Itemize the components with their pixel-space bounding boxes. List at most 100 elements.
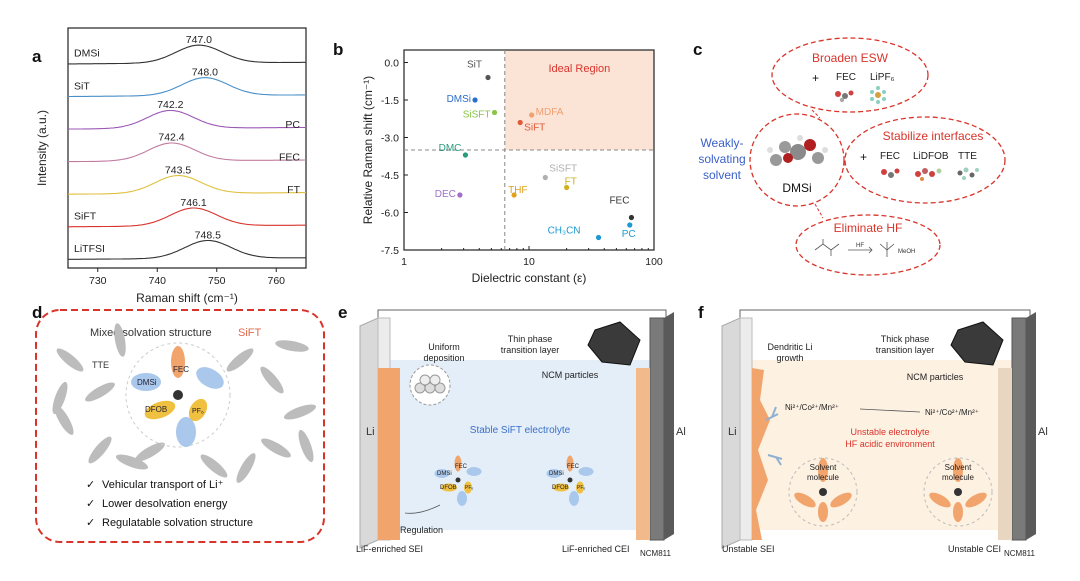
dendritic-label-2: growth [776, 353, 803, 363]
point-label-11: CH₃CN [548, 226, 581, 237]
series-name-litfsi: LiTFSI [74, 243, 105, 255]
y-tick-label: -6.0 [381, 208, 399, 220]
cei-label-f: Unstable CEI [948, 544, 1001, 554]
check-icon-3: ✓ [86, 517, 95, 529]
li-label-e: Li [366, 426, 375, 438]
point-label-8: THF [508, 185, 527, 196]
dendrite-icon [765, 406, 783, 466]
eliminate-hf-title: Eliminate HF [834, 221, 903, 235]
e2-mol-dmsi: DMSi [549, 471, 564, 477]
point-5 [462, 152, 469, 158]
tte-molecule-6 [260, 366, 284, 394]
series-ft-line [68, 175, 306, 195]
d-mol-dfob: DFOB [145, 405, 167, 414]
fec-molecule-icon [835, 90, 854, 103]
point-3 [529, 112, 535, 118]
ncm811-label-e: NCM811 [640, 549, 672, 558]
esw-plus: + [812, 71, 819, 85]
panel-b-ylabel: Relative Raman shift (cm⁻¹) [361, 76, 375, 224]
point-1 [472, 97, 478, 103]
point-label-1: DMSi [447, 94, 471, 105]
regulation-arrow [404, 504, 441, 514]
eliminate-hf-bubble [795, 214, 941, 276]
tte-molecule-3 [88, 436, 112, 464]
al-label-e: Al [676, 426, 686, 438]
panel-d: d Mixed solvation structure SiFT TTE DMS… [32, 303, 325, 543]
solvation-cluster-e2 [546, 455, 594, 506]
point-label-12: PC [622, 229, 636, 240]
stabilize-title: Stabilize interfaces [883, 129, 984, 143]
uniform-label-1: Uniform [428, 342, 460, 352]
solvent-cluster-f2 [923, 457, 993, 527]
solvent-cluster-f1 [788, 457, 858, 527]
x-tick-label: 750 [208, 275, 226, 287]
y-tick-label: -7.5 [381, 245, 399, 257]
x-tick-label: 100 [645, 256, 663, 268]
connector-3 [814, 203, 824, 219]
peak-label-dmsi: 747.0 [186, 34, 212, 46]
point-0 [485, 74, 491, 81]
esw-item-lipf6: LiPF₆ [870, 72, 895, 83]
e1-mol-dfob: DFOB [440, 485, 457, 491]
e2-mol-fec: FEC [567, 464, 580, 470]
al-slab-e [649, 317, 665, 541]
series-name-ft: FT [287, 184, 300, 196]
thin-label-2: transition layer [501, 345, 560, 355]
tte-molecule-4 [115, 454, 149, 470]
tte-molecule-icon [957, 167, 979, 180]
ideal-region-label: Ideal Region [548, 63, 610, 75]
x-tick-label: 1 [401, 256, 407, 268]
peak-label-ft: 743.5 [165, 164, 191, 176]
point-9 [564, 184, 570, 191]
series-sift-line [68, 207, 306, 228]
panel-a-xlabel: Raman shift (cm⁻¹) [136, 291, 238, 305]
point-8 [511, 192, 517, 198]
al-slab-side-e [664, 312, 674, 540]
side-label-2: solvating [698, 152, 745, 166]
panel-c: c Broaden ESW + FEC LiPF₆ DMSi Weakly- s… [693, 37, 1006, 276]
hf-reagent: HF [856, 243, 864, 249]
tte-molecules [52, 323, 317, 483]
f1-solvent-1: Solvent [810, 463, 837, 472]
point-label-5: DMC [439, 143, 462, 154]
y-tick-label: -3.0 [381, 133, 399, 145]
panel-a-label: a [32, 47, 42, 66]
ions-right: Ni²⁺/Co²⁺/Mn²⁺ [925, 408, 979, 417]
peak-label-pc: 742.2 [157, 99, 183, 111]
point-2 [491, 109, 498, 116]
tte-molecule-14 [52, 381, 68, 415]
point-7 [542, 174, 548, 181]
hf-reaction-icon [814, 239, 895, 257]
tte-molecule-13 [275, 340, 309, 352]
sei-layer-f [752, 368, 770, 540]
lipf6-molecule-icon [870, 86, 886, 104]
dmsi-molecule-icon [767, 135, 828, 166]
stable-electrolyte-label: Stable SiFT electrolyte [470, 425, 571, 436]
series-name-pc: PC [285, 119, 300, 131]
ncm811-label-f: NCM811 [1004, 549, 1036, 558]
li-label-f: Li [728, 426, 737, 438]
al-slab-f [1011, 317, 1027, 541]
li-slab-f [739, 317, 753, 541]
tte-molecule-15 [298, 429, 314, 463]
point-11 [595, 234, 602, 241]
tte-molecule-1 [85, 382, 115, 402]
hf-product: MeOH [898, 249, 915, 255]
check-icon-2: ✓ [86, 498, 95, 510]
tte-molecule-2 [54, 405, 74, 435]
point-label-3: MDFA [536, 107, 564, 118]
panel-b-dividers [404, 50, 654, 250]
ncm-particle-icon-f [950, 321, 1004, 366]
solvation-shell [125, 342, 231, 448]
panel-d-tte: TTE [92, 360, 109, 370]
point-label-2: SiSFT [463, 110, 491, 121]
ncm-particles-e: NCM particles [542, 370, 599, 380]
e1-mol-pf6: PF₆ [465, 485, 473, 491]
uniform-label-2: deposition [423, 353, 464, 363]
peak-label-sift: 746.1 [180, 197, 206, 209]
f2-solvent-2: molecule [942, 473, 975, 482]
tte-molecule-12 [135, 442, 165, 462]
regulation-label: Regulation [400, 525, 443, 535]
